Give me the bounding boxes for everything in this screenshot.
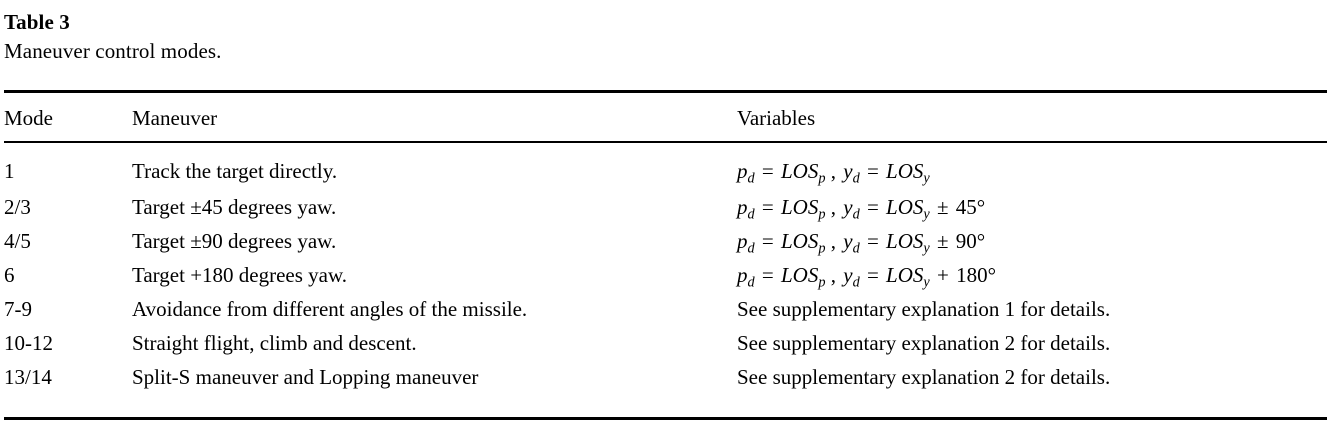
cell-maneuver: Track the target directly. xyxy=(132,159,338,183)
cell-variables: See supplementary explanation 1 for deta… xyxy=(737,292,1327,326)
table-row: 6 Target +180 degrees yaw. pd = LOSp , yd … xyxy=(4,258,1327,292)
table-header: Mode Maneuver Variables xyxy=(4,96,1327,141)
table-row: 4/5 Target ±90 degrees yaw. pd = LOSp , yd… xyxy=(4,224,1327,258)
variables-note: See supplementary explanation 2 for deta… xyxy=(737,365,1111,389)
table-header-rule xyxy=(4,141,1327,143)
cell-variables: See supplementary explanation 2 for deta… xyxy=(737,360,1327,394)
cell-mode: 13/14 xyxy=(4,365,52,389)
cell-variables: pd = LOSp , yd = LOSy + 180° xyxy=(737,258,1327,292)
column-header-variables: Variables xyxy=(737,106,816,130)
table-top-rule xyxy=(4,90,1327,93)
variables-formula: pd = LOSp , yd = LOSy ± 45° xyxy=(737,195,986,223)
cell-mode: 1 xyxy=(4,159,15,183)
cell-variables: pd = LOSp , yd = LOSy xyxy=(737,141,1327,190)
cell-maneuver: Target ±90 degrees yaw. xyxy=(132,229,337,253)
variables-note: See supplementary explanation 2 for deta… xyxy=(737,331,1111,355)
table-bottom-rule xyxy=(4,417,1327,420)
cell-maneuver: Split-S maneuver and Lopping maneuver xyxy=(132,365,479,389)
maneuver-control-modes-table: Mode Maneuver Variables 1 Track the targe… xyxy=(4,96,1327,394)
cell-variables: See supplementary explanation 2 for deta… xyxy=(737,326,1327,360)
table-caption-text: Maneuver control modes. xyxy=(4,39,222,63)
cell-mode: 6 xyxy=(4,263,15,287)
cell-variables: pd = LOSp , yd = LOSy ± 45° xyxy=(737,190,1327,224)
column-header-mode: Mode xyxy=(4,106,53,130)
variables-formula: pd = LOSp , yd = LOSy ± 90° xyxy=(737,229,986,257)
table-caption: Table 3 Maneuver control modes. xyxy=(0,0,1334,66)
cell-variables: pd = LOSp , yd = LOSy ± 90° xyxy=(737,224,1327,258)
cell-mode: 4/5 xyxy=(4,229,31,253)
table-row: 10-12 Straight flight, climb and descent.… xyxy=(4,326,1327,360)
table-row: 7-9 Avoidance from different angles of th… xyxy=(4,292,1327,326)
table-caption-label: Table 3 xyxy=(4,10,70,34)
cell-mode: 2/3 xyxy=(4,195,31,219)
cell-mode: 7-9 xyxy=(4,297,32,321)
table-row: 2/3 Target ±45 degrees yaw. pd = LOSp , yd… xyxy=(4,190,1327,224)
cell-maneuver: Avoidance from different angles of the m… xyxy=(132,297,528,321)
table-row: 1 Track the target directly. pd = LOSp , y… xyxy=(4,141,1327,190)
variables-formula: pd = LOSp , yd = LOSy + 180° xyxy=(737,263,996,291)
table-row: 13/14 Split-S maneuver and Lopping maneuv… xyxy=(4,360,1327,394)
cell-maneuver: Target ±45 degrees yaw. xyxy=(132,195,337,219)
column-header-maneuver: Maneuver xyxy=(132,106,218,130)
table-header-row: Mode Maneuver Variables xyxy=(4,96,1327,141)
cell-maneuver: Straight flight, climb and descent. xyxy=(132,331,417,355)
cell-mode: 10-12 xyxy=(4,331,53,355)
table-body: 1 Track the target directly. pd = LOSp , y… xyxy=(4,141,1327,394)
variables-formula: pd = LOSp , yd = LOSy xyxy=(737,159,930,187)
cell-maneuver: Target +180 degrees yaw. xyxy=(132,263,348,287)
variables-note: See supplementary explanation 1 for deta… xyxy=(737,297,1111,321)
